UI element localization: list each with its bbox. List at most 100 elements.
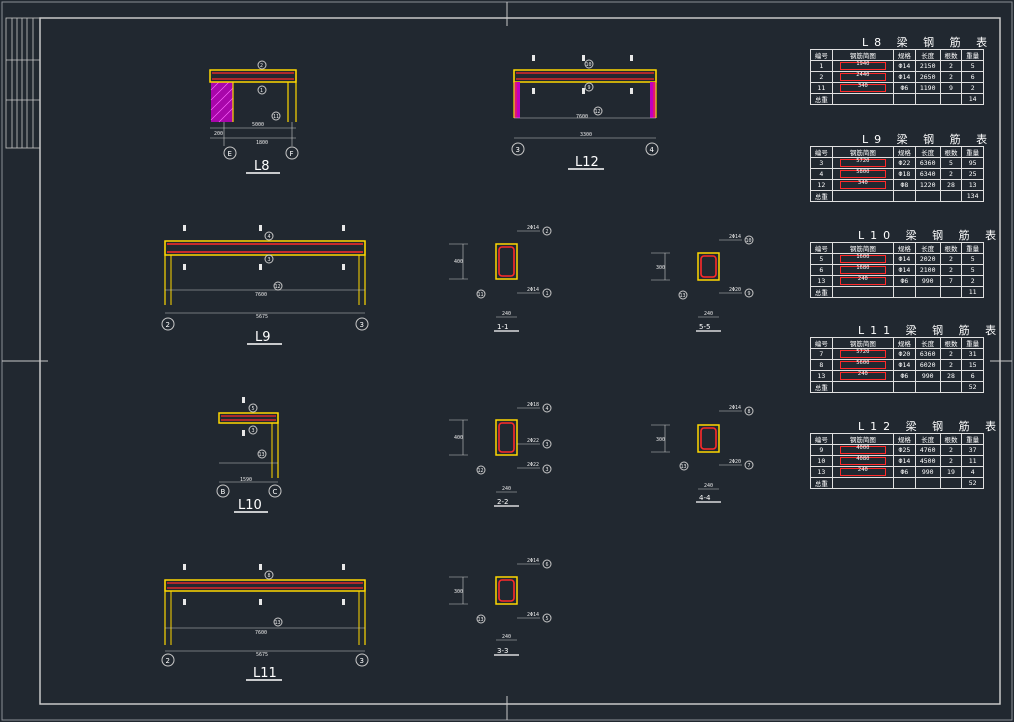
table-header-cell: 长度 xyxy=(914,337,941,349)
table-row: 4 5800 Ф18 6340 2 25 xyxy=(810,168,984,180)
l9-mark-3 xyxy=(264,254,274,264)
table-cell: 2 xyxy=(961,275,984,287)
s44-mark-bot-text: 7 xyxy=(748,463,751,469)
rebar-sketch-cell: 1600 xyxy=(831,253,895,265)
table-cell: 2150 xyxy=(914,60,941,72)
table-l11-title: L11 梁 钢 筋 表 xyxy=(858,324,1003,337)
s11-concrete xyxy=(495,243,518,280)
l8-mark-11-text: 11 xyxy=(273,114,279,120)
table-cell: 2 xyxy=(810,71,833,83)
table-header-row: 编号 钢筋简图 规格 长度 根数 重量 xyxy=(810,49,984,61)
l9-span-dim: 5675 xyxy=(256,314,268,320)
s22-mark-top xyxy=(542,403,552,413)
table-cell: 1190 xyxy=(914,82,941,94)
table-cell: 13 xyxy=(961,179,984,191)
table-cell: 4 xyxy=(961,466,984,478)
l11-grid-a: 2 xyxy=(166,657,170,665)
s22-mark-bot-text: 3 xyxy=(546,467,549,473)
rebar-sketch-length: 2440 xyxy=(856,72,870,79)
s44-top-label: 2Φ14 xyxy=(729,405,741,411)
table-total-label: 总重 xyxy=(810,93,833,105)
l8-hatch-lines xyxy=(210,81,234,123)
table-cell-empty xyxy=(939,381,963,393)
table-cell-empty xyxy=(939,477,963,489)
table-cell: 8 xyxy=(810,359,833,371)
table-total-row: 总重 52 xyxy=(810,381,984,393)
table-cell: Ф22 xyxy=(893,157,916,169)
table-cell: Ф14 xyxy=(893,264,916,276)
table-cell: 1 xyxy=(810,60,833,72)
s55-title: 5-5 xyxy=(699,323,710,331)
table-cell-empty xyxy=(831,190,895,202)
table-cell: 6020 xyxy=(914,359,941,371)
table-row: 9 4000 Ф25 4760 2 37 xyxy=(810,444,984,456)
table-row: 8 5600 Ф14 6020 2 15 xyxy=(810,359,984,371)
l12-mark-10 xyxy=(584,59,594,69)
table-cell: 9 xyxy=(810,444,833,456)
table-cell: 2650 xyxy=(914,71,941,83)
table-row: 12 340 Ф8 1220 28 13 xyxy=(810,179,984,191)
table-header-cell: 钢筋简图 xyxy=(831,49,895,61)
rebar-sketch-cell: 240 xyxy=(831,466,895,478)
section-4-4: 2Φ14 2Φ20 8 7 13 240 300 4-4 xyxy=(651,405,754,503)
l10-grid-bubble-b xyxy=(268,484,282,498)
l10-section-marks xyxy=(242,397,245,436)
l12-right-support xyxy=(650,82,656,118)
rebar-sketch-length: 1680 xyxy=(856,265,870,272)
s22-mark-mid-text: 3 xyxy=(546,442,549,448)
l11-mid-dim: 7600 xyxy=(255,630,267,636)
table-header-cell: 钢筋简图 xyxy=(831,433,895,445)
table-header-cell: 编号 xyxy=(810,146,833,158)
table-cell: 95 xyxy=(961,157,984,169)
l8-mark-2-text: 2 xyxy=(260,63,263,69)
s22-bot-label: 2Φ22 xyxy=(527,462,539,468)
table-cell: 28 xyxy=(939,370,963,382)
l12-section-marks xyxy=(532,55,633,94)
l12-mid-dim: 7600 xyxy=(576,114,588,120)
table-cell: 11 xyxy=(961,455,984,467)
table-row: 5 1600 Ф14 2020 2 5 xyxy=(810,253,984,265)
table-cell: 2020 xyxy=(914,253,941,265)
table-total-value: 11 xyxy=(961,286,984,298)
s44-mark-bot xyxy=(744,460,754,470)
table-l8-title: L8 梁 钢 筋 表 xyxy=(862,36,994,49)
rebar-sketch-cell: 340 xyxy=(831,82,895,94)
table-l8: 编号 钢筋简图 规格 长度 根数 重量 1 1940 Ф14 2150 2 5 … xyxy=(810,49,984,105)
rebar-sketch: 5720 xyxy=(839,159,886,167)
table-cell-empty xyxy=(893,477,916,489)
table-cell: 13 xyxy=(810,275,833,287)
l10-mark-5 xyxy=(248,403,258,413)
s11-mark-top xyxy=(542,226,552,236)
table-cell: 19 xyxy=(939,466,963,478)
s11-mark-bot-text: 1 xyxy=(546,291,549,297)
table-cell: 6 xyxy=(810,264,833,276)
l8-grid-bubble-b xyxy=(285,146,299,160)
s55-height: 300 xyxy=(656,265,665,271)
s44-mark-top xyxy=(744,406,754,416)
l8-mark-11 xyxy=(271,111,281,121)
rebar-sketch: 1680 xyxy=(839,265,886,274)
table-cell: 5 xyxy=(961,60,984,72)
l11-mark-8-text: 8 xyxy=(268,573,271,579)
s55-mark-st xyxy=(678,290,688,300)
s55-bot-label: 2Φ20 xyxy=(729,287,741,293)
rebar-sketch-cell: 5600 xyxy=(831,359,895,371)
s44-width: 240 xyxy=(704,483,713,489)
l9-mark-4-text: 4 xyxy=(268,234,271,240)
table-l9-title: L9 梁 钢 筋 表 xyxy=(862,133,994,146)
table-total-row: 总重 134 xyxy=(810,190,984,202)
table-cell: 2 xyxy=(961,82,984,94)
s11-mark-top-text: 2 xyxy=(546,229,549,235)
binding-strip xyxy=(5,17,41,149)
s55-mark-top-text: 10 xyxy=(746,238,752,244)
table-cell: 2 xyxy=(939,168,963,180)
table-total-row: 总重 14 xyxy=(810,93,984,105)
table-cell: 13 xyxy=(810,466,833,478)
l12-mark-12 xyxy=(593,106,603,116)
table-cell: Ф20 xyxy=(893,348,916,360)
table-cell: 13 xyxy=(810,370,833,382)
table-cell: 6 xyxy=(961,370,984,382)
rebar-sketch-cell: 5720 xyxy=(831,157,895,169)
l12-span-dim: 3300 xyxy=(580,132,592,138)
table-cell: 5 xyxy=(810,253,833,265)
